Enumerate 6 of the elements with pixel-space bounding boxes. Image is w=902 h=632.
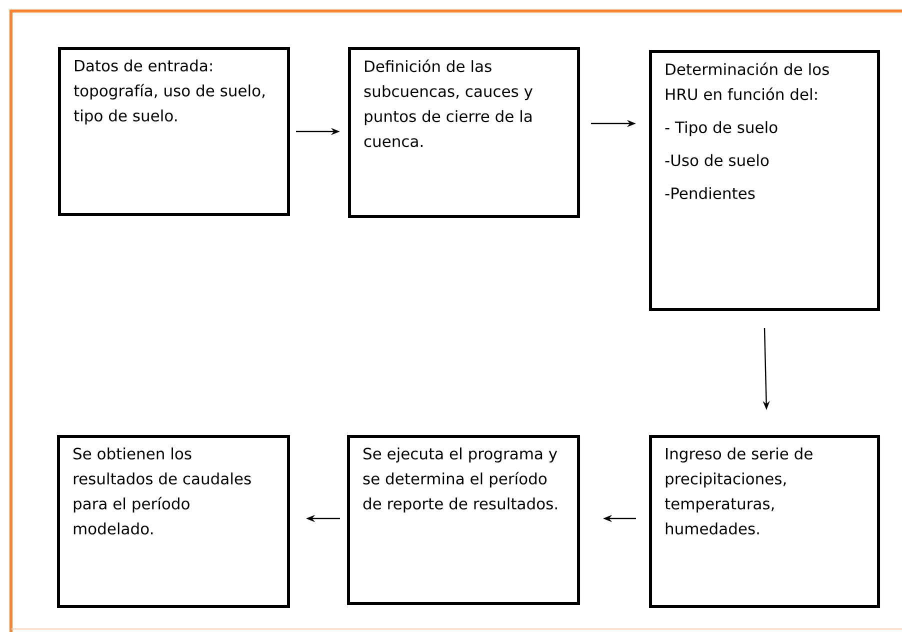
process-box: Determinación de los HRU en función del: - Tipo de suelo -Uso de suelo -Pendientes bbox=[649, 50, 880, 311]
process-box: Se obtienen los resultados de caudales para el período modelado. bbox=[57, 435, 290, 608]
process-box: Definición de las subcuencas, cauces y puntos de cierre de la cuenca. bbox=[348, 47, 580, 218]
process-box: Se ejecuta el programa y se determina el período de reporte de resultados. bbox=[347, 435, 580, 605]
process-box: Ingreso de serie de precipitaciones, temperaturas, humedades. bbox=[649, 435, 880, 608]
process-box: Datos de entrada: topografía, uso de suelo, tipo de suelo. bbox=[58, 47, 290, 216]
